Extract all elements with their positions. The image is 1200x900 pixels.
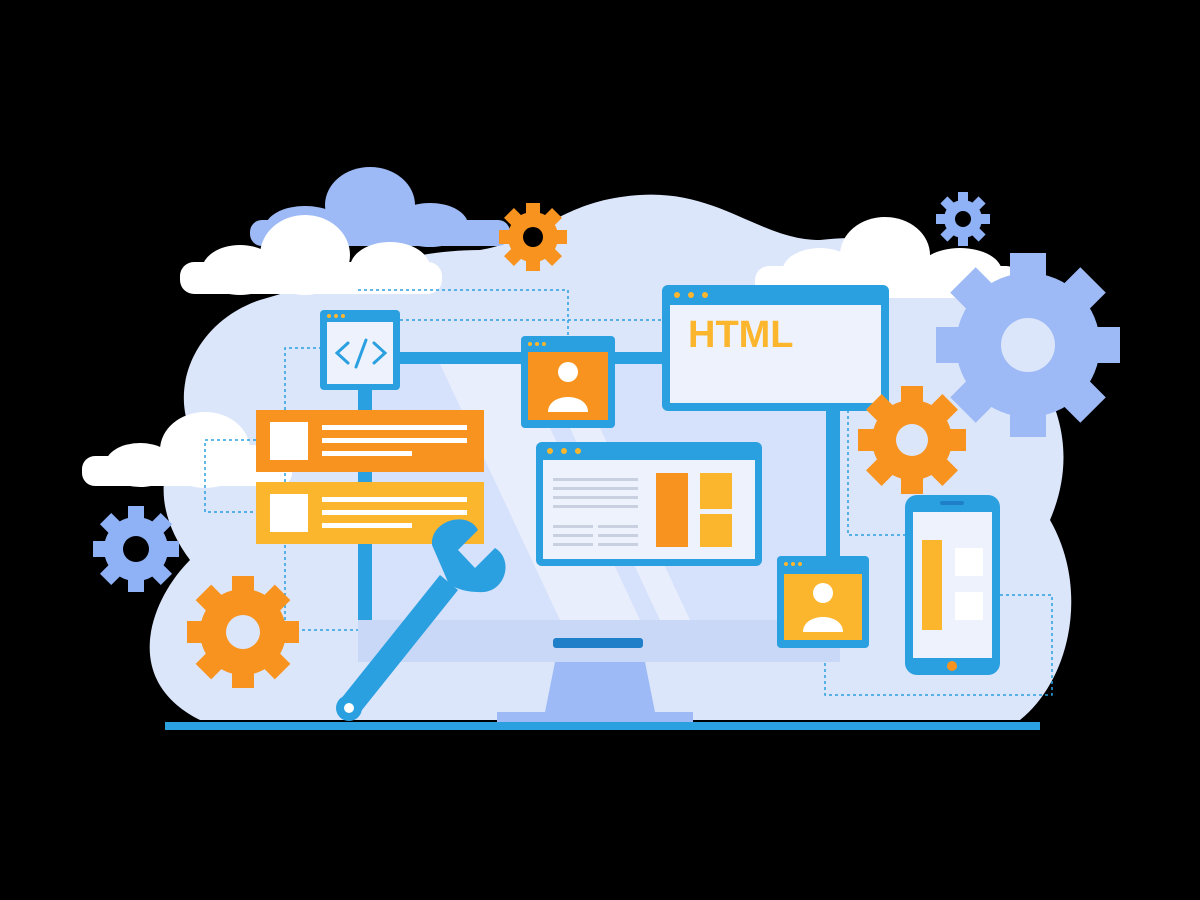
gear-icon (858, 386, 966, 494)
user-icon (803, 583, 843, 632)
profile-window (521, 336, 615, 428)
list-card (256, 410, 484, 472)
gear-icon (936, 192, 990, 246)
gear-icon (499, 203, 567, 271)
code-icon (334, 338, 388, 369)
gear-icon (187, 576, 299, 688)
gear-icon (936, 253, 1120, 437)
html-label: HTML (688, 314, 794, 356)
cloud-icon (180, 215, 442, 295)
gear-icon (93, 506, 179, 592)
wrench-icon (336, 519, 506, 721)
connector-lines (204, 289, 1053, 696)
user-icon (548, 362, 588, 412)
code-window (320, 310, 400, 390)
html-window: HTML (662, 285, 889, 411)
floor-line (165, 722, 1040, 730)
layout-window (536, 442, 762, 566)
profile-window (777, 556, 869, 648)
smartphone-icon (905, 495, 1000, 675)
